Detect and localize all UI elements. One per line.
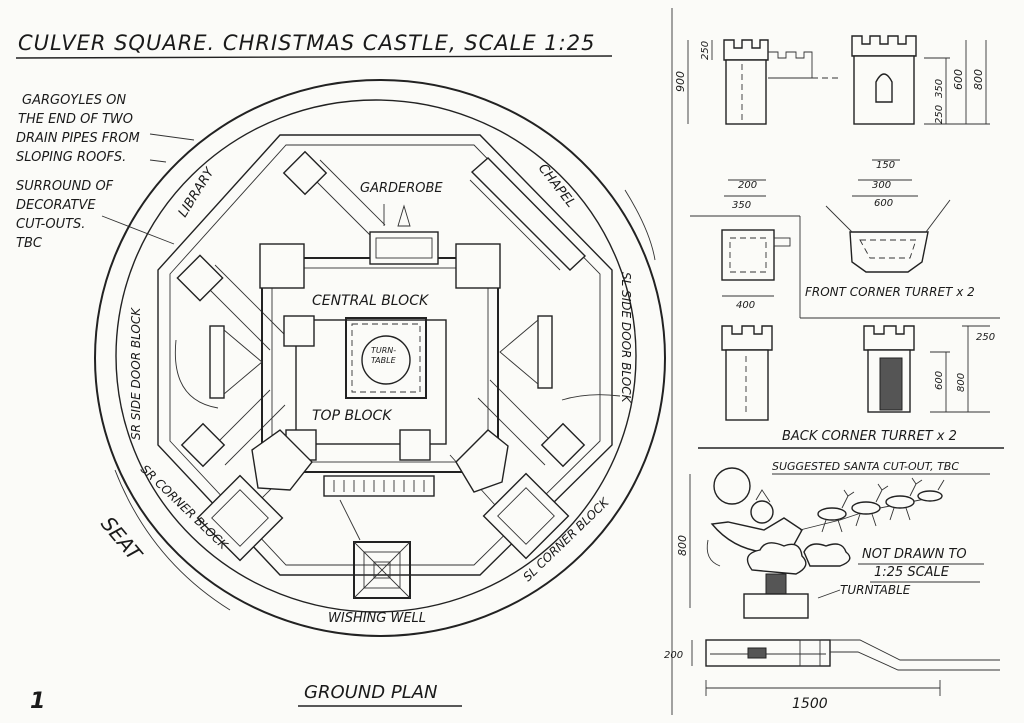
turntable-box — [345, 317, 427, 399]
sr-side-door — [209, 325, 225, 399]
dim-back-800: 800 — [956, 373, 967, 392]
svg-text:CUT-OUTS.: CUT-OUTS. — [16, 217, 85, 232]
library-label: LIBRARY — [176, 165, 218, 220]
tower-nw — [259, 243, 305, 289]
back-corner-turret: 250 600 800 BACK CORNER TURRET x 2 — [721, 325, 995, 444]
santa-cutout: SUGGESTED SANTA CUT-OUT, TBC 800 NO — [676, 460, 990, 619]
dim-h600: 600 — [952, 69, 965, 90]
drawing-title: CULVER SQUARE. CHRISTMAS CASTLE, SCALE 1… — [18, 31, 595, 55]
svg-text:TBC: TBC — [16, 236, 43, 251]
svg-text:DECORATVE: DECORATVE — [16, 198, 96, 213]
sl-side-door-label: SL SIDE DOOR BLOCK — [619, 272, 633, 404]
dim-back-600: 600 — [934, 371, 945, 390]
dim-santa-800: 800 — [676, 535, 689, 556]
title-underline — [15, 55, 613, 59]
octagon-wall — [157, 134, 613, 576]
tower-elevations: 900 250 200 350 350 250 600 800 150 300 … — [674, 35, 990, 211]
turntable-circle — [361, 335, 411, 385]
gargoyle-leader — [149, 133, 195, 141]
wishing-well — [353, 541, 411, 599]
top-block — [295, 319, 447, 445]
chapel-block — [470, 157, 587, 271]
surround-note: SURROUND OF DECORATVE CUT-OUTS. TBC — [16, 179, 114, 251]
top-block-label: TOP BLOCK — [312, 408, 393, 424]
not-to-scale-2: 1:25 SCALE — [874, 565, 950, 580]
front-gate — [323, 475, 435, 497]
not-to-scale-1: NOT DRAWN TO — [862, 547, 967, 562]
sr-corner-block — [196, 474, 284, 562]
santa-label: SUGGESTED SANTA CUT-OUT, TBC — [772, 460, 959, 473]
chapel-label: CHAPEL — [535, 161, 578, 210]
svg-text:GARGOYLES ON: GARGOYLES ON — [22, 93, 126, 108]
dim-w600: 600 — [874, 198, 893, 209]
back-turret-label: BACK CORNER TURRET x 2 — [782, 429, 957, 444]
svg-text:DRAIN PIPES FROM: DRAIN PIPES FROM — [16, 131, 140, 146]
dim-turret-400: 400 — [736, 300, 755, 311]
turntable-base — [743, 593, 809, 619]
dim-back-250: 250 — [976, 332, 995, 343]
dim-w150: 150 — [876, 160, 895, 171]
svg-text:SLOPING ROOFS.: SLOPING ROOFS. — [16, 150, 126, 165]
dim-h800: 800 — [972, 69, 985, 90]
garderobe — [369, 231, 439, 265]
dim-base-1500: 1500 — [792, 696, 828, 712]
front-turret-label: FRONT CORNER TURRET x 2 — [805, 285, 975, 299]
central-block-label: CENTRAL BLOCK — [312, 293, 430, 309]
library-turret — [282, 150, 328, 196]
turntable-inner-label-1: TURN- — [371, 346, 396, 355]
dim-tower-cap: 250 — [700, 41, 711, 60]
sl-side-door — [537, 315, 553, 389]
dim-width-350: 350 — [732, 200, 751, 211]
turntable-label: TURNTABLE — [840, 583, 911, 597]
dim-w300: 300 — [872, 180, 891, 191]
turntable-base-plan: 200 1500 — [664, 639, 1000, 712]
moon — [713, 467, 751, 505]
dim-tower-height: 900 — [674, 71, 687, 92]
ground-plan-title: GROUND PLAN — [304, 682, 438, 703]
sl-corner-block — [482, 472, 570, 560]
outer-seat-ring — [94, 79, 666, 637]
dim-h250: 250 — [934, 105, 945, 124]
sr-side-door-label: SR SIDE DOOR BLOCK — [129, 307, 143, 440]
ground-plan: LIBRARY GARDEROBE CHAPEL CENTRAL BLOCK T… — [94, 79, 666, 637]
svg-text:THE END OF TWO: THE END OF TWO — [18, 112, 133, 127]
wishing-well-label: WISHING WELL — [328, 611, 426, 626]
inner-ring — [115, 99, 637, 613]
tower-ne — [455, 243, 501, 289]
page-number: 1 — [30, 689, 45, 714]
front-corner-turret: 400 FRONT CORNER TURRET x 2 — [721, 199, 975, 311]
surround-leader — [101, 215, 175, 245]
svg-text:SURROUND OF: SURROUND OF — [16, 179, 114, 194]
dim-base-200: 200 — [664, 650, 683, 661]
cloud — [746, 542, 807, 575]
garderobe-label: GARDEROBE — [360, 181, 443, 196]
dim-h350: 350 — [934, 79, 945, 98]
gargoyle-note: GARGOYLES ON THE END OF TWO DRAIN PIPES … — [16, 93, 140, 165]
dim-width-200: 200 — [738, 180, 757, 191]
turntable-inner-label-2: TABLE — [371, 356, 397, 365]
